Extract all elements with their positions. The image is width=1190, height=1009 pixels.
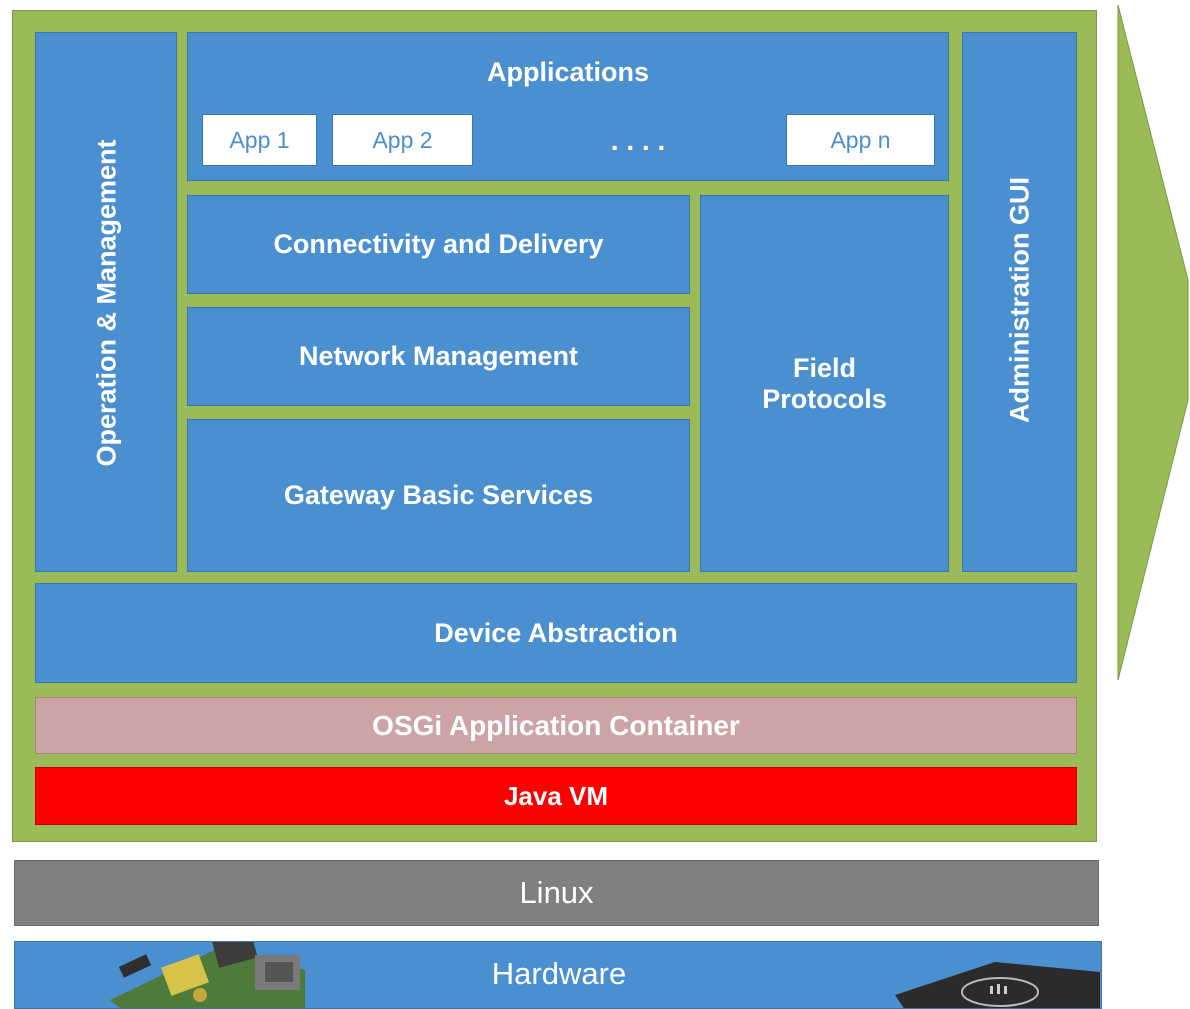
administration-gui-label: Administration GUI <box>1004 176 1035 424</box>
device-abstraction-block: Device Abstraction <box>35 583 1077 683</box>
osgi-container-block: OSGi Application Container <box>35 697 1077 754</box>
java-vm-block: Java VM <box>35 767 1077 825</box>
field-protocols-line1: Field <box>792 352 856 383</box>
arrow-shape <box>1117 4 1189 681</box>
operation-management-block: Operation & Management <box>35 32 177 572</box>
gateway-basic-services-block: Gateway Basic Services <box>187 419 690 572</box>
circuit-board-image <box>110 942 305 1008</box>
app-2-box: App 2 <box>332 114 473 166</box>
connectivity-delivery-block: Connectivity and Delivery <box>187 195 690 294</box>
hardware-layer: Hardware <box>14 941 1102 1009</box>
linux-layer: Linux <box>14 860 1099 926</box>
field-protocols-line2: Protocols <box>762 383 887 414</box>
ellipsis: . . . . <box>610 125 666 156</box>
administration-gui-block: Administration GUI <box>962 32 1077 572</box>
app-1-box: App 1 <box>202 114 317 166</box>
app-n-box: App n <box>786 114 935 166</box>
applications-block: Applications App 1 App 2 . . . . App n <box>187 32 949 181</box>
network-management-block: Network Management <box>187 307 690 406</box>
field-protocols-block: Field Protocols <box>700 195 949 572</box>
hardware-label: Hardware <box>491 956 627 991</box>
applications-title: Applications <box>486 57 649 87</box>
operation-management-label: Operation & Management <box>91 139 122 467</box>
gateway-device-image <box>895 962 1100 1008</box>
